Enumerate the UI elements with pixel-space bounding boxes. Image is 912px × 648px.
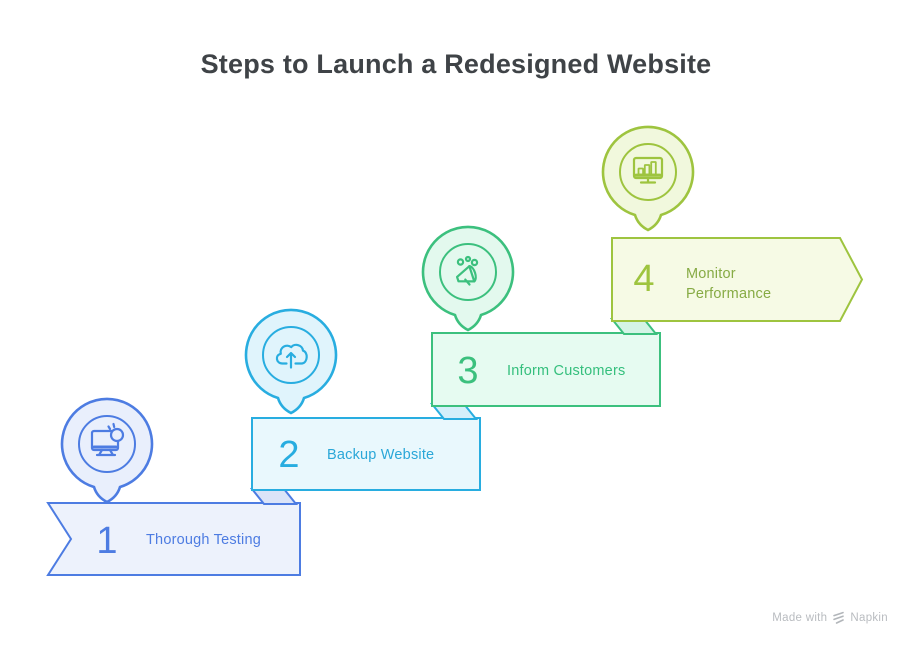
credit-prefix: Made with — [772, 611, 828, 624]
step-4-pin — [601, 125, 695, 232]
step-1-number: 1 — [96, 520, 117, 562]
step-2-banner — [251, 417, 481, 491]
step-2-pin — [244, 308, 338, 415]
step-3-number: 3 — [457, 350, 478, 392]
cloud-upload-icon — [275, 343, 308, 369]
fold-step2-to-step1 — [249, 488, 299, 505]
step-3-label: Inform Customers — [507, 363, 625, 379]
step-2-number: 2 — [278, 434, 299, 476]
step-3-pin — [421, 225, 515, 332]
step-2-label: Backup Website — [327, 447, 434, 463]
step-4-number: 4 — [633, 258, 654, 300]
step-4-banner — [611, 237, 864, 322]
monitor-chart-icon — [632, 156, 664, 184]
step-3-pin-inner-circle — [439, 243, 497, 301]
napkin-credit: Made with Napkin — [772, 611, 888, 624]
credit-brand: Napkin — [850, 611, 888, 624]
step-1-banner — [46, 502, 301, 576]
diagram-title: Steps to Launch a Redesigned Website — [200, 49, 712, 79]
step-2-pin-inner-circle — [262, 326, 320, 384]
step-1-pin-inner-circle — [78, 415, 136, 473]
monitor-bug-icon — [90, 422, 125, 457]
step-4-label-line-1: Monitor — [686, 266, 736, 282]
step-3-banner — [431, 332, 661, 407]
step-4-pin-inner-circle — [619, 143, 677, 201]
napkin-logo-icon — [833, 611, 845, 624]
step-1-pin — [60, 397, 154, 504]
megaphone-announcement-icon — [455, 255, 479, 286]
step-1-label: Thorough Testing — [146, 532, 261, 548]
step-4-label-line-2: Performance — [686, 286, 771, 302]
step-3-pin-balloon — [421, 225, 515, 332]
